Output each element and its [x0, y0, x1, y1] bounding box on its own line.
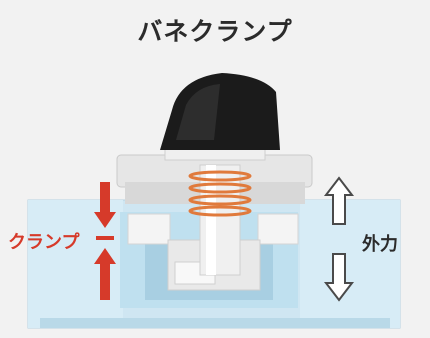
knob	[160, 73, 280, 150]
external-force-arrows	[323, 176, 355, 302]
spring	[188, 170, 252, 217]
diagram-title: バネクランプ	[137, 17, 293, 46]
clamp-arrows	[94, 182, 116, 300]
external-force-label: 外力	[362, 234, 398, 255]
clamp-label: クランプ	[8, 232, 80, 253]
